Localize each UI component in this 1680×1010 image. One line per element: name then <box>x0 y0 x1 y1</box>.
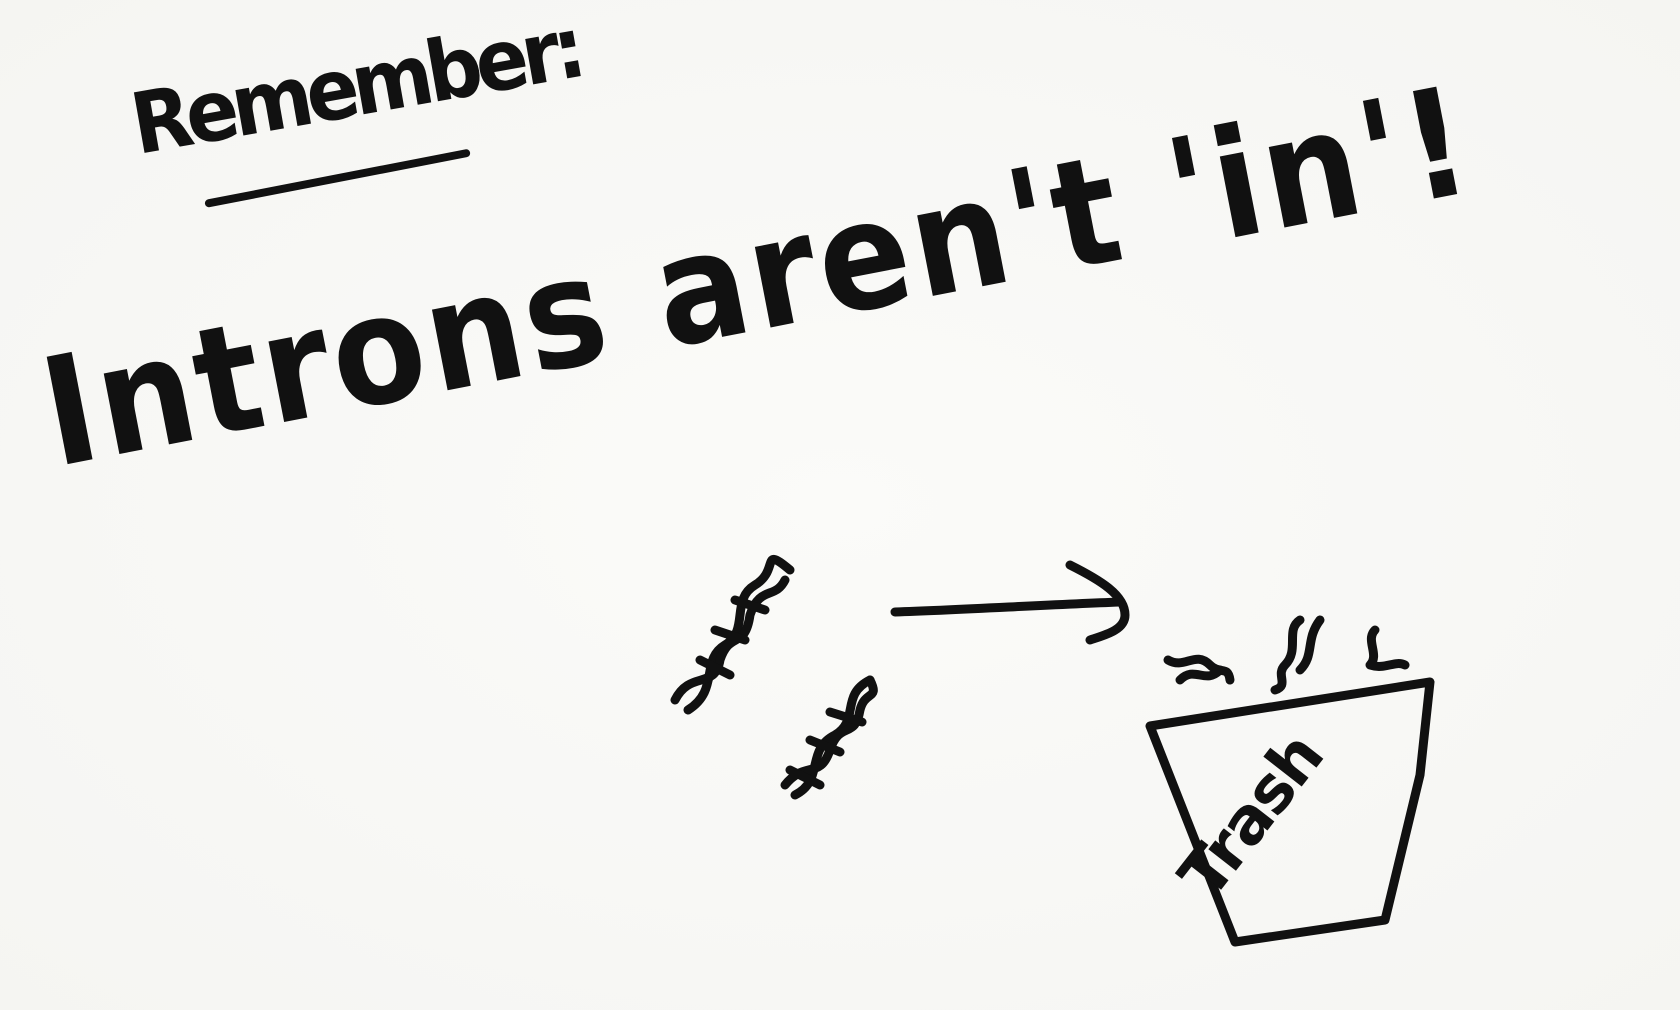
arrow-right-icon <box>890 560 1130 645</box>
trash-bin-icon <box>1145 677 1435 947</box>
dna-strand-icon <box>780 675 878 800</box>
dna-strand-icon <box>1365 625 1410 671</box>
dna-strand-icon <box>1270 615 1325 695</box>
dna-strand-icon <box>1163 654 1235 685</box>
dna-strand-icon <box>670 555 795 715</box>
